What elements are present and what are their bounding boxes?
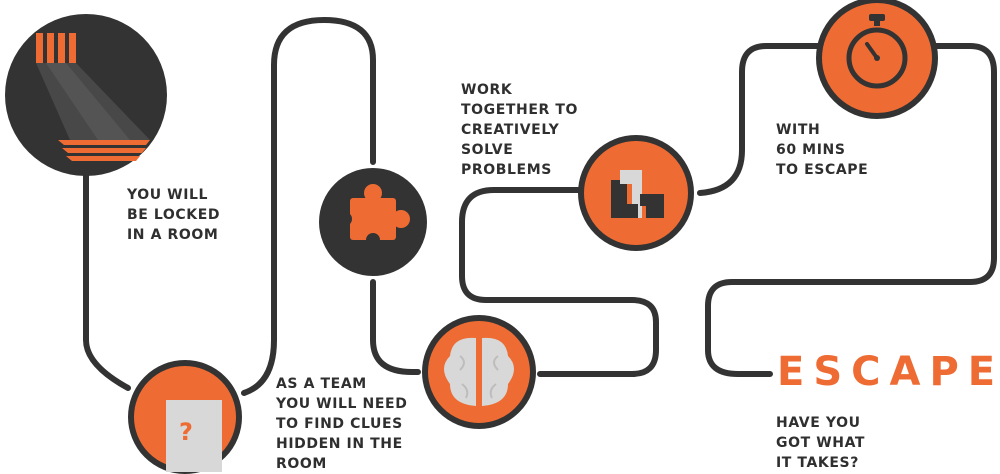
- escape-line-3: IT TAKES?: [776, 455, 859, 471]
- question-mark: ?: [179, 418, 193, 446]
- locked-line-1: YOU WILL: [127, 187, 209, 203]
- escape-caption: HAVE YOU GOT WHAT IT TAKES?: [776, 413, 865, 473]
- cell-window-icon: [36, 33, 150, 161]
- teamwork-line-4: SOLVE: [461, 142, 514, 158]
- clues-line-3: TO FIND CLUES: [276, 416, 403, 432]
- escape-line-2: GOT WHAT: [776, 435, 866, 451]
- puzzle-piece-icon: [338, 184, 410, 247]
- stopwatch-icon: [846, 14, 908, 89]
- question-note-icon: ?: [166, 400, 222, 472]
- teamwork-caption: WORK TOGETHER TO CREATIVELY SOLVE PROBLE…: [461, 80, 578, 180]
- timer-caption: WITH 60 MINS TO ESCAPE: [776, 120, 868, 180]
- teamwork-step: [578, 135, 694, 251]
- clues-line-5: ROOM: [276, 456, 327, 472]
- locked-line-3: IN A ROOM: [127, 227, 219, 243]
- escape-title: ESCAPE: [777, 349, 1000, 395]
- teamwork-line-5: PROBLEMS: [461, 162, 552, 178]
- brain-icon: [444, 337, 514, 406]
- brain-circle: [422, 315, 536, 429]
- timer-line-2: 60 MINS: [776, 142, 846, 158]
- clues-line-4: HIDDEN IN THE: [276, 436, 403, 452]
- clues-line-2: YOU WILL NEED: [276, 396, 408, 412]
- timer-line-1: WITH: [776, 122, 821, 138]
- teamwork-line-1: WORK: [461, 82, 513, 98]
- locked-line-2: BE LOCKED: [127, 207, 221, 223]
- timer-step: [816, 0, 938, 119]
- clues-caption: AS A TEAM YOU WILL NEED TO FIND CLUES HI…: [276, 374, 407, 474]
- connector-path: [83, 17, 997, 396]
- clues-step: ?: [128, 360, 242, 474]
- brain-step: [422, 315, 536, 429]
- puzzle-step: [319, 168, 427, 276]
- teamwork-line-2: TOGETHER TO: [461, 102, 579, 118]
- locked-step: [5, 14, 167, 176]
- teamwork-line-3: CREATIVELY: [461, 122, 560, 138]
- tetris-blocks-icon: [611, 170, 664, 218]
- locked-caption: YOU WILL BE LOCKED IN A ROOM: [127, 185, 220, 245]
- escape-line-1: HAVE YOU: [776, 415, 861, 431]
- timer-line-3: TO ESCAPE: [776, 162, 869, 178]
- clues-line-1: AS A TEAM: [276, 376, 367, 392]
